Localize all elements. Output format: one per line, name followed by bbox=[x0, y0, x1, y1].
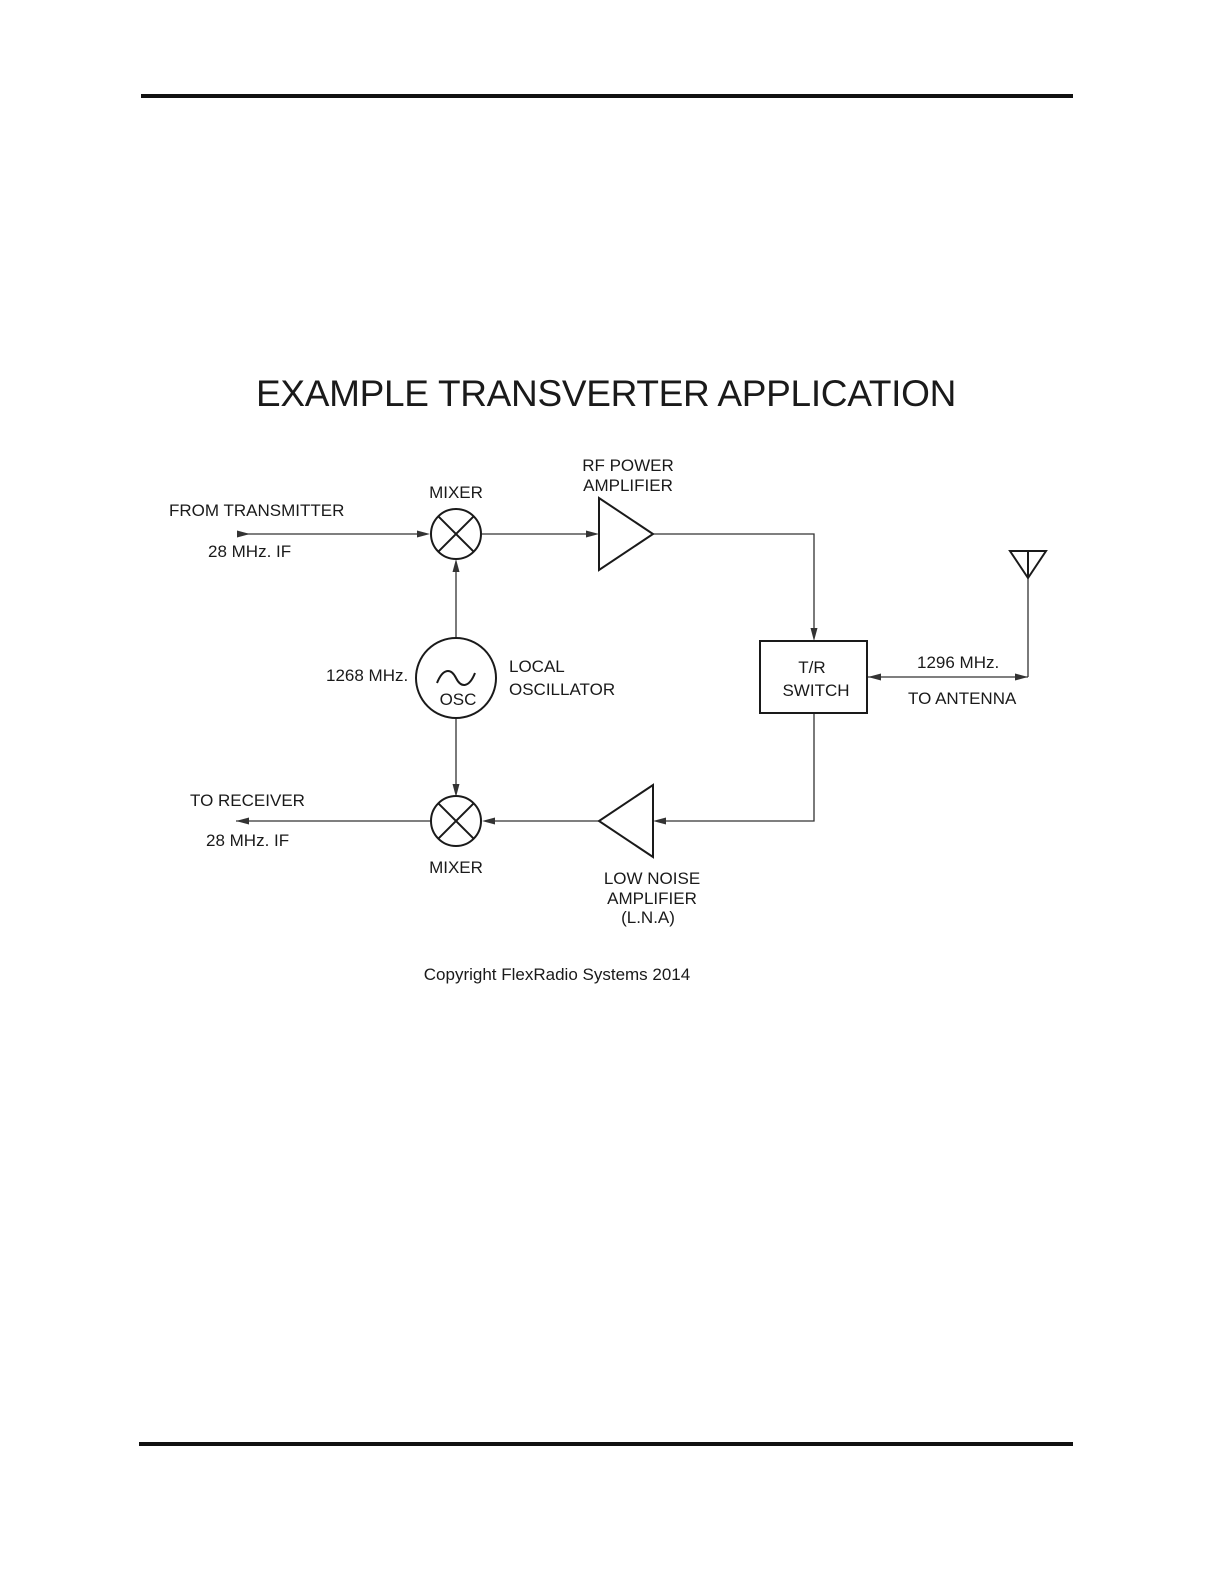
mixer-bottom-symbol bbox=[431, 796, 481, 846]
rf-power-label-line2: AMPLIFIER bbox=[583, 476, 673, 495]
local-oscillator-label-line1: LOCAL bbox=[509, 657, 565, 676]
tr-switch-box bbox=[760, 641, 867, 713]
antenna-frequency-label: 1296 MHz. bbox=[917, 653, 999, 672]
tx-if-label: 28 MHz. IF bbox=[208, 542, 291, 561]
lna-label-line3: (L.N.A) bbox=[621, 908, 675, 927]
tr-input-arrow bbox=[811, 628, 818, 641]
rx-if-label: 28 MHz. IF bbox=[206, 831, 289, 850]
lo-frequency-label: 1268 MHz. bbox=[326, 666, 408, 685]
mixer-top-input-arrow bbox=[417, 531, 430, 538]
tr-switch-label-line2: SWITCH bbox=[782, 681, 849, 700]
pa-input-arrow bbox=[586, 531, 599, 538]
tr-to-lna-wire bbox=[662, 713, 814, 821]
mixer-bottom-input-arrow bbox=[482, 818, 495, 825]
rx-output-arrow bbox=[236, 818, 249, 825]
antenna-icon bbox=[1010, 551, 1046, 578]
to-antenna-label: TO ANTENNA bbox=[908, 689, 1017, 708]
osc-label: OSC bbox=[440, 690, 477, 709]
tr-switch-label-line1: T/R bbox=[798, 658, 825, 677]
pa-to-tr-wire bbox=[653, 534, 814, 632]
mixer-top-symbol bbox=[431, 509, 481, 559]
lna-label-line2: AMPLIFIER bbox=[607, 889, 697, 908]
copyright-text: Copyright FlexRadio Systems 2014 bbox=[424, 965, 690, 984]
antenna-arrow bbox=[1015, 674, 1028, 681]
from-transmitter-label: FROM TRANSMITTER bbox=[169, 501, 344, 520]
lna-input-arrow bbox=[653, 818, 666, 825]
to-receiver-label: TO RECEIVER bbox=[190, 791, 305, 810]
tx-input-arrow-start bbox=[237, 531, 250, 538]
rf-power-amplifier-symbol bbox=[599, 498, 653, 570]
mixer-bottom-label: MIXER bbox=[429, 858, 483, 877]
low-noise-amplifier-symbol bbox=[599, 785, 653, 857]
mixer-top-lo-arrow bbox=[453, 559, 460, 572]
bottom-rule bbox=[139, 1442, 1073, 1446]
lna-label-line1: LOW NOISE bbox=[604, 869, 700, 888]
mixer-top-label: MIXER bbox=[429, 483, 483, 502]
tr-antenna-arrow bbox=[868, 674, 881, 681]
local-oscillator-label-line2: OSCILLATOR bbox=[509, 680, 615, 699]
rf-power-label-line1: RF POWER bbox=[582, 456, 674, 475]
